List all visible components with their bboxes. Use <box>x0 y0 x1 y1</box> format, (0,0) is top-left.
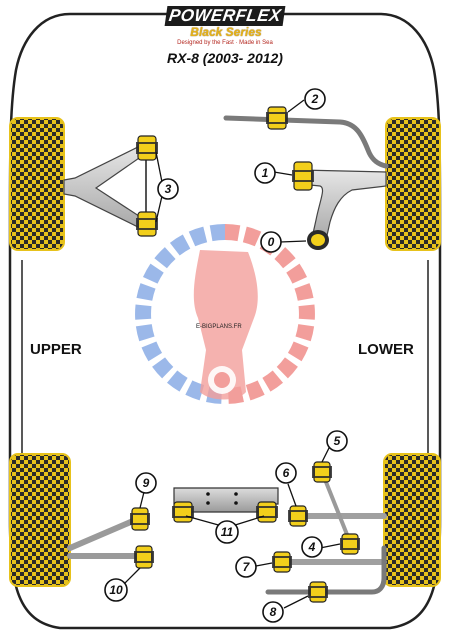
callout-label-6: 6 <box>283 466 290 480</box>
model-title: RX-8 (2003- 2012) <box>167 50 283 66</box>
brand-name: POWERFLEX <box>164 6 286 26</box>
bush-5 <box>312 461 332 483</box>
bush-11-left <box>172 501 194 523</box>
bush-1 <box>292 161 314 191</box>
callout-label-0: 0 <box>268 235 275 249</box>
callout-label-4: 4 <box>308 540 316 554</box>
leader-0 <box>279 240 307 243</box>
leader-7 <box>255 562 273 567</box>
plate-bolt <box>206 501 210 505</box>
callout-circle-5 <box>326 430 348 452</box>
rear-upper-arm <box>67 515 143 551</box>
plate-bolt <box>234 492 238 496</box>
callout-label-7: 7 <box>243 560 251 574</box>
bush-9 <box>130 507 150 531</box>
bush-6 <box>288 505 308 527</box>
callout-circle-9 <box>135 472 157 494</box>
callout-label-2: 2 <box>311 92 319 106</box>
leader-3-up <box>155 151 163 183</box>
brand-tagline: Designed by the Fast · Made in Sea <box>177 40 273 46</box>
bush-2 <box>266 106 288 130</box>
leader-8 <box>283 595 309 609</box>
watermark-text: E-BIGPLANS.FR <box>196 324 242 330</box>
callout-circle-6 <box>275 462 297 484</box>
leader-2 <box>287 99 305 113</box>
leader-3-dn <box>155 195 163 223</box>
car-body-outline <box>8 12 442 630</box>
bush-11-right <box>256 501 278 523</box>
callout-label-9: 9 <box>143 476 150 490</box>
tyre-rear-left <box>9 453 71 587</box>
bush-0 <box>307 230 329 250</box>
leader-11-l <box>185 515 223 527</box>
leader-9 <box>139 491 145 509</box>
leader-5 <box>321 445 331 463</box>
tyre-rear-right <box>383 453 441 587</box>
callout-circle-2 <box>304 88 326 110</box>
callout-circle-4 <box>301 536 323 558</box>
front-anti-roll-bar <box>223 115 389 169</box>
watermark-logo <box>135 224 315 404</box>
callout-circle-0 <box>260 231 282 253</box>
callout-circle-7 <box>235 556 257 578</box>
bush-3-lower <box>136 211 158 237</box>
callout-circle-3 <box>157 178 179 200</box>
callout-label-1: 1 <box>262 166 269 180</box>
leader-1 <box>273 171 293 176</box>
bush-4 <box>340 533 360 555</box>
callout-circle-10 <box>104 578 128 602</box>
tyre-front-left <box>9 117 65 251</box>
bush-8 <box>308 581 328 603</box>
callout-circle-8 <box>262 601 284 623</box>
upper-label: UPPER <box>30 341 82 358</box>
callout-label-5: 5 <box>334 434 341 448</box>
callout-label-10: 10 <box>109 583 123 597</box>
bush-3-upper <box>136 135 158 161</box>
callout-circle-11 <box>215 520 239 544</box>
callout-label-11: 11 <box>221 525 234 539</box>
leader-10 <box>123 567 141 585</box>
callout-circle-1 <box>254 162 276 184</box>
tyre-front-right <box>385 117 441 251</box>
callout-label-8: 8 <box>270 605 277 619</box>
plate-bolt <box>234 501 238 505</box>
plate-bolt <box>206 492 210 496</box>
leader-4 <box>319 543 341 549</box>
series-name: Black Series <box>190 25 262 39</box>
front-upper-arm <box>63 145 151 229</box>
rear-anti-roll-bar <box>265 545 387 595</box>
leader-6 <box>287 483 297 507</box>
powerflex-logo: POWERFLEX Black Series Designed by the F… <box>150 4 300 48</box>
bush-10 <box>134 545 154 569</box>
lower-label: LOWER <box>358 341 414 358</box>
callout-label-3: 3 <box>165 182 172 196</box>
bush-7 <box>272 551 292 573</box>
leader-11-r <box>231 515 265 527</box>
rear-drop-link <box>320 470 352 544</box>
